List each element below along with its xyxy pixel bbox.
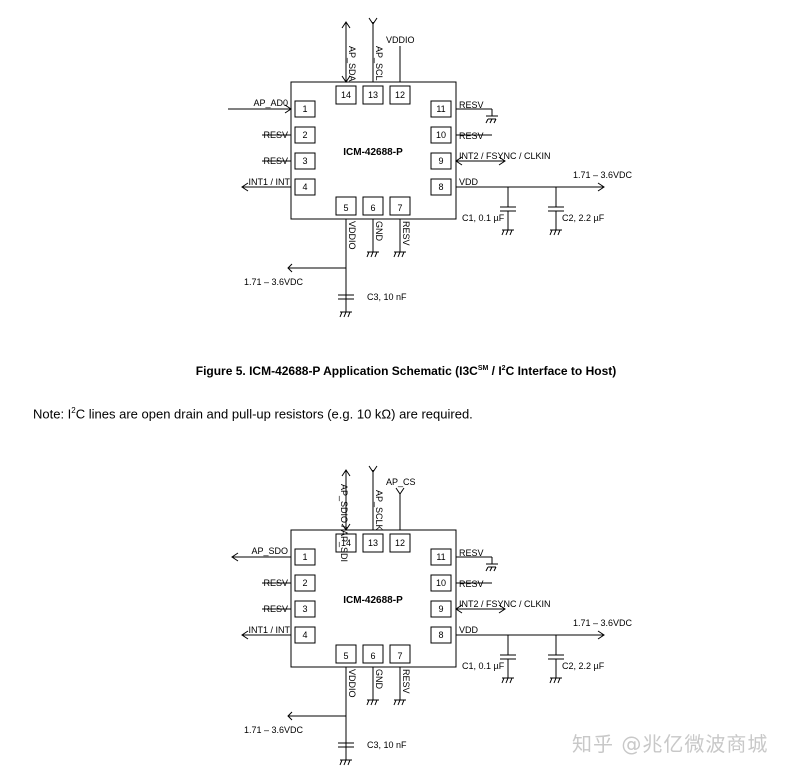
- pin-9-label: INT2 / FSYNC / CLKIN: [459, 599, 551, 609]
- pin-8-label: VDD: [459, 625, 479, 635]
- pin-5-number: 5: [343, 651, 348, 661]
- pin-1-number: 1: [302, 552, 307, 562]
- note-prefix: Note: I: [33, 406, 72, 422]
- vdd-supply-label: 1.71 – 3.6VDC: [573, 170, 633, 180]
- pin-6-number: 6: [370, 651, 375, 661]
- note-suffix: C lines are open drain and pull-up resis…: [75, 406, 473, 422]
- caption-prefix: Figure 5. ICM-42688-P Application Schema…: [195, 364, 478, 378]
- caption-sup-sm: SM: [477, 365, 489, 372]
- chip-name-1: ICM-42688-P: [343, 147, 403, 158]
- pin-12-number: 12: [395, 538, 405, 548]
- chip-name-2: ICM-42688-P: [343, 595, 403, 606]
- pin-1-label: AP_SDO: [251, 546, 288, 556]
- pin-14-label: AP_SDA: [347, 46, 357, 82]
- pin-14-label: AP_SDIO / AP_SDI: [339, 484, 349, 562]
- pin-2-label: RESV: [263, 578, 288, 588]
- pin-1-label: AP_AD0: [253, 98, 288, 108]
- pin-10-label: RESV: [459, 579, 484, 589]
- i2c-note: Note: I2C lines are open drain and pull-…: [33, 406, 473, 421]
- c1-label: C1, 0.1 µF: [462, 213, 505, 223]
- caption-mid: / I: [488, 364, 502, 378]
- schematic-1-labels: ICM-42688-P 14 13 12 AP_SDA AP_SCL VDDIO…: [244, 35, 633, 302]
- pin-11-number: 11: [436, 552, 445, 562]
- pin-10-label: RESV: [459, 131, 484, 141]
- pin-3-label: RESV: [263, 604, 288, 614]
- pin-2-label: RESV: [263, 130, 288, 140]
- pin-3-number: 3: [302, 156, 307, 166]
- watermark: 知乎 @兆亿微波商城: [572, 732, 769, 756]
- pin-5-label: VDDIO: [347, 669, 357, 698]
- caption-suffix: C Interface to Host): [505, 364, 617, 378]
- pin-13-label: AP_SCL: [374, 46, 384, 81]
- figure-caption: Figure 5. ICM-42688-P Application Schema…: [0, 364, 812, 378]
- pin-14-number: 14: [341, 90, 351, 100]
- pin-9-number: 9: [438, 156, 443, 166]
- caption-sup-2: 2: [501, 365, 506, 372]
- ground-symbols-1: [339, 118, 561, 318]
- pin-10-number: 10: [436, 130, 446, 140]
- pin-2-number: 2: [302, 578, 307, 588]
- pin-11-number: 11: [436, 104, 445, 114]
- pin-1-number: 1: [302, 104, 307, 114]
- vddio-supply-label: 1.71 – 3.6VDC: [244, 725, 304, 735]
- pin-6-number: 6: [370, 203, 375, 213]
- pin-8-number: 8: [438, 182, 443, 192]
- pin-11-label: RESV: [459, 548, 484, 558]
- pin-2-number: 2: [302, 130, 307, 140]
- pin-13-label: AP_SCLK: [374, 490, 384, 531]
- pin-7-label: RESV: [401, 221, 411, 246]
- pin-6-label: GND: [374, 669, 384, 690]
- ground-symbols-2: [339, 566, 561, 766]
- vddio-supply-label: 1.71 – 3.6VDC: [244, 277, 304, 287]
- schematic-1-wires: [228, 17, 605, 313]
- pin-13-number: 13: [368, 538, 378, 548]
- pin-4-number: 4: [302, 182, 307, 192]
- pin-12-label: VDDIO: [386, 35, 415, 45]
- pin-6-label: GND: [374, 221, 384, 242]
- pin-7-number: 7: [397, 651, 402, 661]
- pin-5-label: VDDIO: [347, 221, 357, 250]
- pin-7-number: 7: [397, 203, 402, 213]
- c1-label: C1, 0.1 µF: [462, 661, 505, 671]
- pin-3-label: RESV: [263, 156, 288, 166]
- note-sup: 2: [71, 406, 76, 415]
- c2-label: C2, 2.2 µF: [562, 213, 605, 223]
- pin-12-number: 12: [395, 90, 405, 100]
- pin-8-number: 8: [438, 630, 443, 640]
- pin-8-label: VDD: [459, 177, 479, 187]
- c3-label: C3, 10 nF: [367, 740, 407, 750]
- pin-11-label: RESV: [459, 100, 484, 110]
- pin-4-number: 4: [302, 630, 307, 640]
- pin-3-number: 3: [302, 604, 307, 614]
- pin-4-label: INT1 / INT: [248, 177, 290, 187]
- c3-label: C3, 10 nF: [367, 292, 407, 302]
- vdd-supply-label: 1.71 – 3.6VDC: [573, 618, 633, 628]
- c2-label: C2, 2.2 µF: [562, 661, 605, 671]
- pin-10-number: 10: [436, 578, 446, 588]
- pin-7-label: RESV: [401, 669, 411, 694]
- pin-13-number: 13: [368, 90, 378, 100]
- pin-9-label: INT2 / FSYNC / CLKIN: [459, 151, 551, 161]
- pin-4-label: INT1 / INT: [248, 625, 290, 635]
- pin-12-label: AP_CS: [386, 477, 416, 487]
- schematic-2-labels: ICM-42688-P 14 13 12 AP_SDIO / AP_SDI AP…: [244, 477, 633, 750]
- pin-14-number: 14: [341, 538, 351, 548]
- pin-5-number: 5: [343, 203, 348, 213]
- pin-9-number: 9: [438, 604, 443, 614]
